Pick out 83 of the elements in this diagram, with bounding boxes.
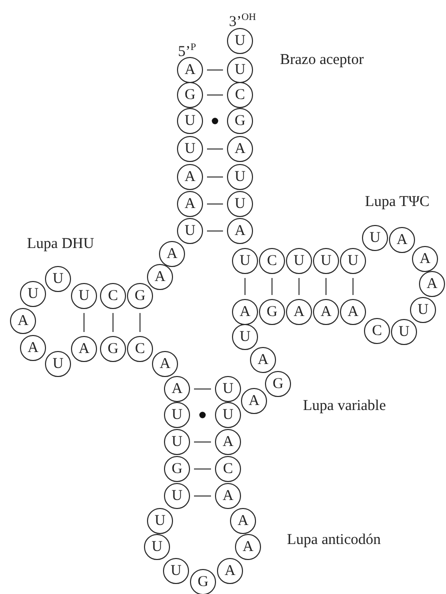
nucleotide-circle: U bbox=[227, 164, 253, 190]
nucleotide-circle: A bbox=[230, 508, 256, 534]
nucleotide-circle: U bbox=[391, 319, 417, 345]
nucleotide-circle: U bbox=[177, 136, 203, 162]
nucleotide-circle: U bbox=[313, 248, 339, 274]
base-pair-line bbox=[194, 388, 212, 390]
base-pair-line bbox=[206, 94, 224, 96]
nucleotide-circle: G bbox=[259, 299, 285, 325]
nucleotide-circle: U bbox=[215, 402, 241, 428]
nucleotide-circle: G bbox=[190, 569, 216, 594]
nucleotide-circle: A bbox=[419, 271, 445, 297]
nucleotide-circle: U bbox=[340, 248, 366, 274]
nucleotide-circle: A bbox=[215, 429, 241, 455]
nucleotide-circle: G bbox=[164, 456, 190, 482]
nucleotide-circle: U bbox=[232, 324, 258, 350]
nucleotide-circle: A bbox=[10, 308, 36, 334]
nucleotide-circle: U bbox=[71, 283, 97, 309]
nucleotide-circle: U bbox=[177, 108, 203, 134]
nucleotide-circle: A bbox=[389, 227, 415, 253]
nucleotide-circle: A bbox=[235, 534, 261, 560]
base-pair-line bbox=[352, 278, 354, 296]
nucleotide-circle: U bbox=[286, 248, 312, 274]
nucleotide-circle: A bbox=[241, 388, 267, 414]
nucleotide-circle: A bbox=[215, 483, 241, 509]
nucleotide-circle: A bbox=[227, 136, 253, 162]
nucleotide-circle: A bbox=[313, 299, 339, 325]
nucleotide-circle: U bbox=[215, 376, 241, 402]
nucleotide-circle: A bbox=[152, 351, 178, 377]
nucleotide-circle: U bbox=[144, 534, 170, 560]
nucleotide-circle: U bbox=[177, 218, 203, 244]
base-pair-line bbox=[112, 312, 114, 332]
nucleotide-circle: A bbox=[177, 164, 203, 190]
base-pair-line bbox=[298, 278, 300, 296]
nucleotide-circle: G bbox=[265, 371, 291, 397]
nucleotide-circle: U bbox=[147, 508, 173, 534]
nucleotide-circle: A bbox=[177, 57, 203, 83]
base-pair-line bbox=[206, 230, 224, 232]
strand-end-label: 3’$^{OH}$ bbox=[229, 12, 256, 30]
nucleotide-circle: U bbox=[362, 225, 388, 251]
nucleotide-circle: A bbox=[164, 376, 190, 402]
nucleotide-circle: U bbox=[45, 266, 71, 292]
nucleotide-circle: G bbox=[100, 336, 126, 362]
nucleotide-circle: C bbox=[215, 456, 241, 482]
nucleotide-circle: C bbox=[100, 283, 126, 309]
nucleotide-circle: C bbox=[227, 82, 253, 108]
nucleotide-circle: A bbox=[250, 347, 276, 373]
nucleotide-circle: A bbox=[412, 246, 438, 272]
region-label: Lupa anticodón bbox=[287, 532, 381, 548]
nucleotide-circle: U bbox=[410, 297, 436, 323]
nucleotide-circle: A bbox=[177, 191, 203, 217]
region-label: Brazo aceptor bbox=[280, 52, 364, 68]
nucleotide-circle: U bbox=[227, 28, 253, 54]
nucleotide-circle: U bbox=[164, 483, 190, 509]
nucleotide-circle: G bbox=[127, 283, 153, 309]
region-label: Lupa DHU bbox=[27, 236, 94, 252]
region-label: Lupa TΨC bbox=[365, 194, 430, 210]
nucleotide-circle: U bbox=[232, 248, 258, 274]
nucleotide-circle: A bbox=[217, 558, 243, 584]
nucleotide-circle: A bbox=[71, 336, 97, 362]
region-label: Lupa variable bbox=[303, 398, 386, 414]
nucleotide-circle: U bbox=[45, 351, 71, 377]
base-pair-line bbox=[206, 148, 224, 150]
nucleotide-circle: G bbox=[177, 82, 203, 108]
base-pair-line bbox=[244, 278, 246, 296]
base-pair-line bbox=[206, 176, 224, 178]
nucleotide-circle: A bbox=[159, 241, 185, 267]
nucleotide-circle: U bbox=[164, 402, 190, 428]
nucleotide-circle: A bbox=[227, 218, 253, 244]
nucleotide-circle: U bbox=[164, 429, 190, 455]
nucleotide-circle: C bbox=[364, 318, 390, 344]
nucleotide-circle: A bbox=[232, 299, 258, 325]
nucleotide-circle: U bbox=[163, 558, 189, 584]
nucleotide-circle: U bbox=[227, 191, 253, 217]
nucleotide-circle: G bbox=[227, 108, 253, 134]
nucleotide-circle: A bbox=[286, 299, 312, 325]
nucleotide-circle: A bbox=[20, 335, 46, 361]
nucleotide-circle: C bbox=[127, 336, 153, 362]
base-pair-line bbox=[194, 468, 212, 470]
nucleotide-circle: C bbox=[259, 248, 285, 274]
nucleotide-circle: A bbox=[340, 299, 366, 325]
nucleotide-circle: U bbox=[227, 57, 253, 83]
nucleotide-circle: U bbox=[20, 281, 46, 307]
nucleotide-circle: A bbox=[147, 264, 173, 290]
